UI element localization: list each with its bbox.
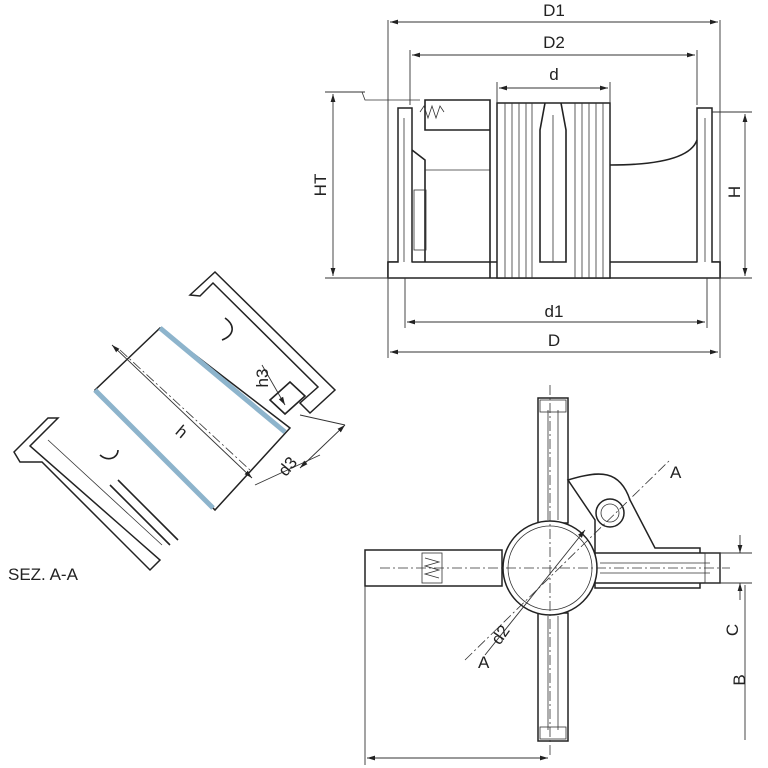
dim-HT-label: HT xyxy=(311,174,330,197)
dim-d3-label: d3 xyxy=(274,453,301,480)
dim-A-label: A xyxy=(454,765,466,768)
dim-d2-label: d2 xyxy=(487,622,513,648)
dim-B-label: B xyxy=(730,674,749,685)
dim-H-label: H xyxy=(725,186,744,198)
dim-C-label: C xyxy=(723,624,742,636)
plan-view: A A d2 C B A xyxy=(364,385,752,768)
hub-ribs xyxy=(504,103,604,278)
section-mark-A-bottom: A xyxy=(478,653,490,672)
section-view: h h3 d3 SEZ. A-A xyxy=(8,270,346,584)
dim-d-label: d xyxy=(549,65,558,84)
dim-D1-label: D1 xyxy=(543,1,565,20)
dim-h3-label: h3 xyxy=(253,369,272,388)
dim-d1-label: d1 xyxy=(545,302,564,321)
section-mark-A-top: A xyxy=(670,463,682,482)
front-elevation: D1 D2 d HT H d1 D xyxy=(311,1,752,358)
dim-D-label: D xyxy=(548,331,560,350)
section-label: SEZ. A-A xyxy=(8,565,79,584)
dim-D2-label: D2 xyxy=(543,33,565,52)
